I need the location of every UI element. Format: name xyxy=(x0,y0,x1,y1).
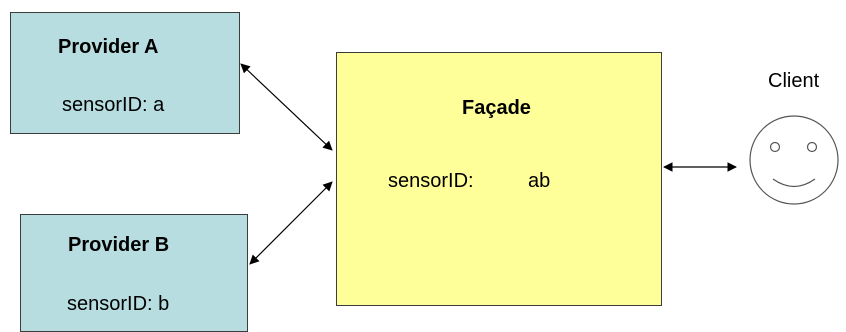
smiley-face-icon xyxy=(749,115,839,205)
provider-a-box xyxy=(10,12,240,134)
client-label: Client xyxy=(768,70,820,92)
facade-title: Façade xyxy=(462,97,531,119)
provider-b-title: Provider B xyxy=(68,234,170,256)
facade-sensor-key: sensorID: xyxy=(388,170,474,192)
facade-box xyxy=(336,52,662,306)
arrow-provider-b-facade xyxy=(249,181,333,265)
provider-a-title: Provider A xyxy=(58,36,159,58)
provider-b-sensor-label: sensorID: b xyxy=(67,293,170,315)
arrow-provider-a-facade xyxy=(240,63,333,151)
facade-sensor-value: ab xyxy=(528,170,551,192)
provider-a-sensor-label: sensorID: a xyxy=(62,94,165,116)
